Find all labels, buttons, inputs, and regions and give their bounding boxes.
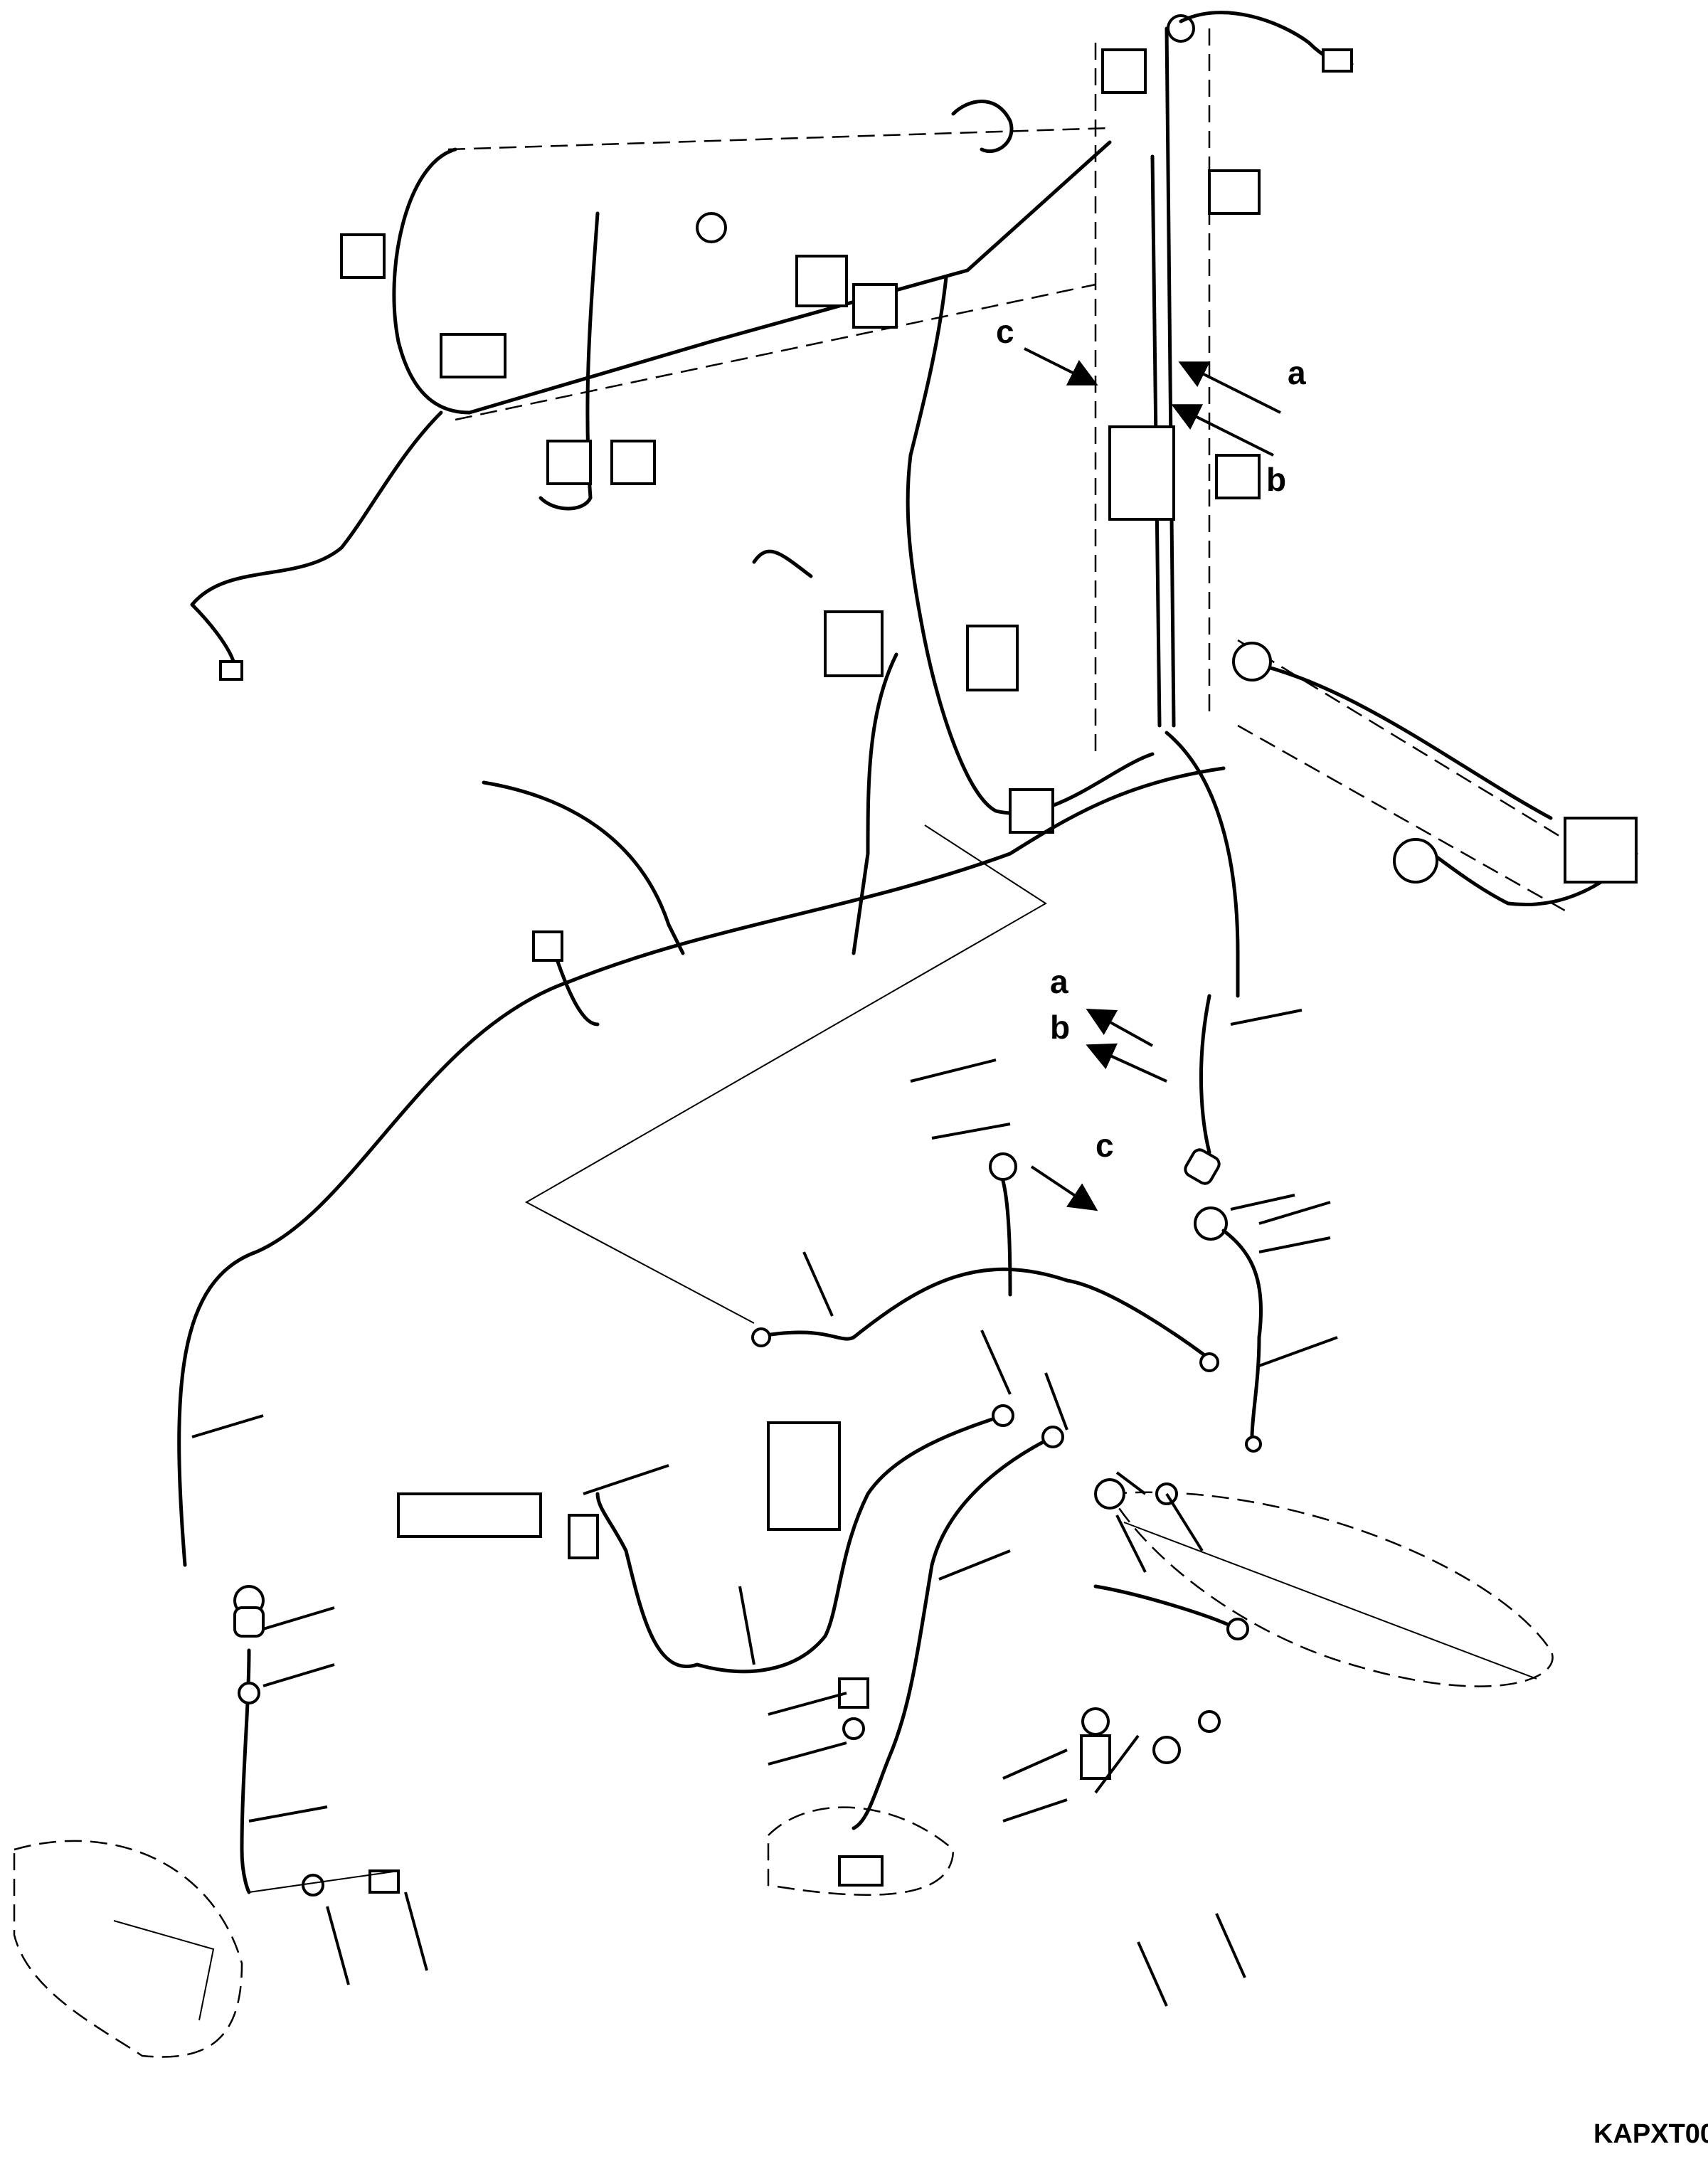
connector-far-left — [340, 233, 386, 279]
sleeve-left — [233, 1606, 265, 1638]
connector-upper-left — [440, 333, 506, 378]
callout-b-top: b — [1266, 461, 1286, 498]
connector-cluster — [1208, 169, 1261, 215]
relay-left — [824, 610, 884, 677]
terminal-c-mid — [989, 1152, 1017, 1181]
washer-lower-mid — [842, 1717, 865, 1740]
terminal-lower-right — [1226, 1618, 1249, 1640]
mid-ground-straps — [989, 994, 1263, 1453]
bolt-lower-right — [1094, 1478, 1125, 1510]
bolt-head-bottom-right — [1152, 1736, 1181, 1764]
washer-bottom-right — [1081, 1707, 1110, 1736]
terminal-a-mid — [1184, 1148, 1221, 1185]
central-column — [1094, 11, 1354, 754]
lower-right-assembly — [1080, 1478, 1554, 1780]
drawing-code: KAPXT00077 — [1593, 2119, 1708, 2149]
bolt-lower-mid — [838, 1677, 869, 1709]
mid-harness — [752, 275, 1155, 955]
fuse-box — [1108, 425, 1175, 521]
connector-block-right — [1215, 454, 1261, 499]
right-end-connector — [1564, 817, 1638, 884]
callout-c-mid: c — [1096, 1127, 1114, 1164]
lower-left-assembly — [13, 1585, 400, 2058]
callout-arrows — [1024, 347, 1281, 1211]
leader-lines — [191, 1009, 1338, 2007]
relay-right — [966, 625, 1019, 691]
lower-bracket-assembly — [397, 1404, 1064, 1897]
bracket-upper-mid — [767, 1421, 841, 1531]
connector-round — [696, 212, 727, 243]
washer-2-bottom-right — [1198, 1710, 1221, 1733]
bolt-bottom-right — [1080, 1734, 1111, 1780]
relay-block-top — [1101, 48, 1147, 94]
callout-a-top: a — [1288, 354, 1306, 391]
top-right-connector — [1322, 48, 1353, 73]
clamp-lower — [1009, 788, 1054, 834]
terminal-left-mid — [238, 1682, 260, 1704]
connector-left-lower — [546, 440, 592, 485]
long-ground-harness — [177, 731, 1240, 1567]
connector-mid-2 — [852, 283, 898, 329]
grommet-right — [1232, 642, 1272, 681]
strap-end-left — [751, 1327, 771, 1347]
bottom-left-sensor — [219, 660, 243, 681]
strap-end-right — [1199, 1352, 1219, 1372]
upper-left-harness — [190, 100, 1112, 681]
right-harness — [1232, 639, 1638, 912]
terminal-lower-a — [992, 1404, 1014, 1427]
washer-left — [302, 1874, 324, 1897]
connector-sleeve — [568, 1514, 599, 1559]
connector-mid — [795, 255, 848, 307]
ring-terminal-b — [1245, 1436, 1262, 1453]
connector-bottom-left — [532, 930, 563, 962]
bracket-left-mid — [397, 1492, 542, 1538]
callout-c-top: c — [996, 313, 1014, 350]
grommet-top — [1167, 14, 1195, 43]
mount-block-mid — [838, 1855, 884, 1887]
terminal-b-mid — [1194, 1206, 1228, 1241]
callout-a-mid: a — [1050, 963, 1068, 1000]
round-connector-right — [1393, 838, 1438, 884]
callout-b-mid: b — [1050, 1009, 1070, 1046]
connector-left-lower-2 — [610, 440, 656, 485]
lower-center-strap — [751, 1267, 1219, 1372]
terminal-lower-b — [1041, 1426, 1064, 1448]
